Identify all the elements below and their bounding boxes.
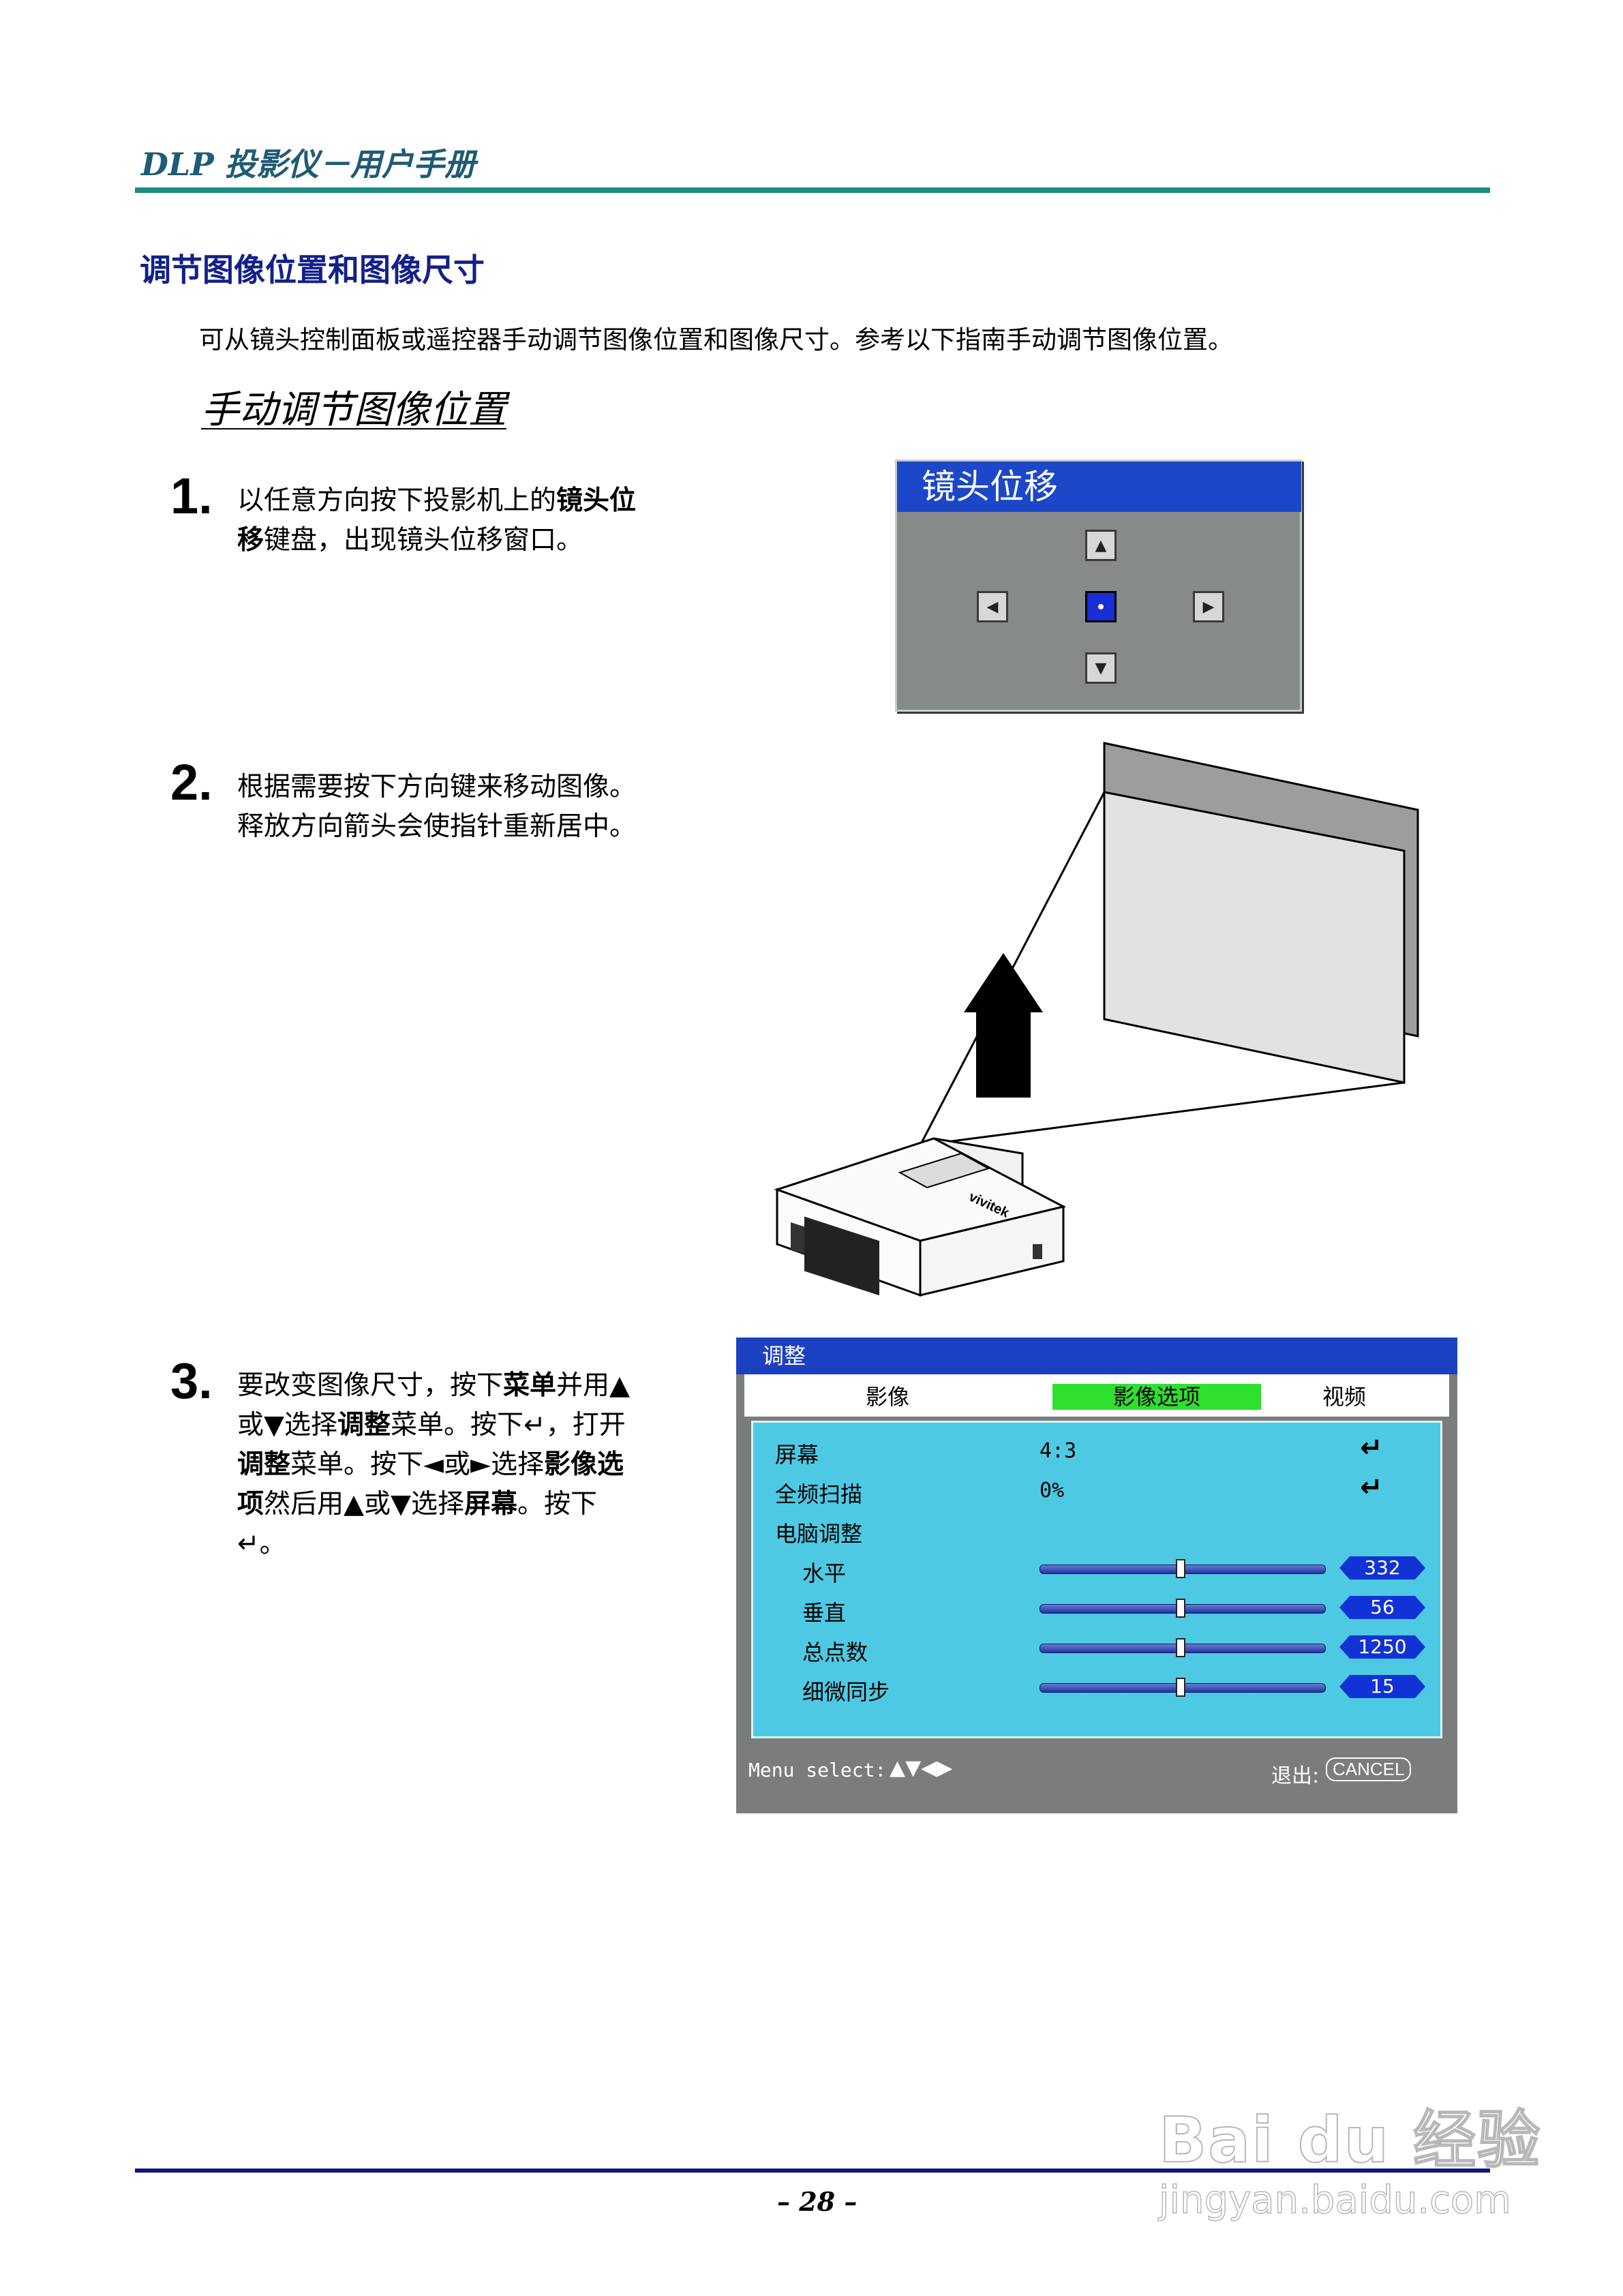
slider-frequency-value: 1250 xyxy=(1339,1635,1425,1659)
osd-adjust-menu: 调整 影像 影像选项 视频 屏幕 4:3 ↵ 全频扫描 0% ↵ 电脑调整 水平… xyxy=(736,1338,1457,1813)
cancel-key[interactable]: CANCEL xyxy=(1326,1757,1412,1781)
enter-icon[interactable]: ↵ xyxy=(1360,1472,1383,1503)
up-arrow-icon xyxy=(964,953,1043,1098)
osd-tab-bar: 影像 影像选项 视频 xyxy=(744,1374,1449,1417)
arrow-down-button[interactable]: ▼ xyxy=(1085,652,1117,684)
slider-horizontal-value: 332 xyxy=(1339,1556,1425,1580)
slider-tracking-label: 细微同步 xyxy=(802,1679,890,1705)
pointer-dot-icon xyxy=(1098,604,1104,609)
arrow-up-button[interactable]: ▲ xyxy=(1085,530,1117,561)
step-3-number: 3. xyxy=(170,1353,213,1409)
step-1-number: 1. xyxy=(170,468,213,524)
header-rule xyxy=(135,187,1490,193)
osd-row-screen-label[interactable]: 屏幕 xyxy=(775,1442,819,1468)
tab-image-options[interactable]: 影像选项 xyxy=(1052,1384,1261,1410)
arrow-left-button[interactable]: ◀ xyxy=(977,591,1008,622)
slider-vertical-label: 垂直 xyxy=(802,1600,847,1626)
step-1-text: 以任意方向按下投影机上的镜头位 移键盘，出现镜头位移窗口。 xyxy=(237,485,637,556)
intro-paragraph: 可从镜头控制面板或遥控器手动调节图像位置和图像尺寸。参考以下指南手动调节图像位置… xyxy=(199,325,1233,354)
exit-label: 退出: xyxy=(1271,1764,1320,1788)
step-3-text: 要改变图像尺寸，按下菜单并用▲ 或▼选择调整菜单。按下↵，打开 调整菜单。按下◄… xyxy=(237,1370,631,1559)
slider-vertical-value: 56 xyxy=(1339,1596,1425,1619)
slider-tracking-value: 15 xyxy=(1339,1675,1425,1698)
baidu-watermark: Bai du 经验 jingyan.baidu.com xyxy=(1132,2076,1554,2239)
step-2-text: 根据需要按下方向键来移动图像。 释放方向箭头会使指针重新居中。 xyxy=(237,772,637,842)
lens-shift-title: 镜头位移 xyxy=(897,462,1301,512)
menu-arrows-icon: ▲▼◀▶ xyxy=(890,1756,953,1780)
slider-frequency-knob[interactable] xyxy=(1176,1638,1185,1657)
slider-frequency-label: 总点数 xyxy=(802,1640,868,1665)
slider-horizontal-knob[interactable] xyxy=(1176,1559,1185,1578)
osd-footer: Menu select: ▲▼◀▶ 退出: CANCEL xyxy=(736,1749,1457,1813)
step-2-number: 2. xyxy=(170,754,213,811)
subheading: 手动调节图像位置 xyxy=(201,388,506,432)
slider-vertical-knob[interactable] xyxy=(1176,1599,1185,1618)
footer-rule xyxy=(135,2169,1490,2173)
osd-row-overscan-value: 0% xyxy=(1040,1479,1065,1502)
tab-video[interactable]: 视频 xyxy=(1322,1384,1366,1410)
tab-image[interactable]: 影像 xyxy=(865,1384,909,1410)
document-header-title: DLP 投影仪－用户手册 xyxy=(141,146,476,183)
enter-icon[interactable]: ↵ xyxy=(1360,1432,1383,1464)
osd-row-overscan-label[interactable]: 全频扫描 xyxy=(775,1481,863,1507)
watermark-logo-text: Bai du 经验 xyxy=(1158,2103,1542,2177)
slider-tracking-knob[interactable] xyxy=(1176,1678,1185,1697)
section-title: 调节图像位置和图像尺寸 xyxy=(140,252,485,288)
osd-title: 调整 xyxy=(736,1338,1457,1374)
osd-row-screen-value: 4:3 xyxy=(1040,1439,1077,1463)
projector-illustration: vivitek xyxy=(774,742,1419,1297)
menu-select-label: Menu select: xyxy=(748,1759,887,1781)
lens-shift-window: 镜头位移 ▲ ◀ ▶ ▼ xyxy=(895,459,1302,712)
osd-row-pc-adjust-label: 电脑调整 xyxy=(775,1521,863,1547)
arrow-right-button[interactable]: ▶ xyxy=(1193,591,1224,622)
osd-body: 屏幕 4:3 ↵ 全频扫描 0% ↵ 电脑调整 水平 332 垂直 56 总点数… xyxy=(751,1421,1442,1738)
slider-horizontal-label: 水平 xyxy=(802,1560,847,1586)
watermark-url: jingyan.baidu.com xyxy=(1158,2177,1511,2223)
page-number: – 28 – xyxy=(777,2186,858,2217)
center-pointer-button[interactable] xyxy=(1085,591,1117,622)
